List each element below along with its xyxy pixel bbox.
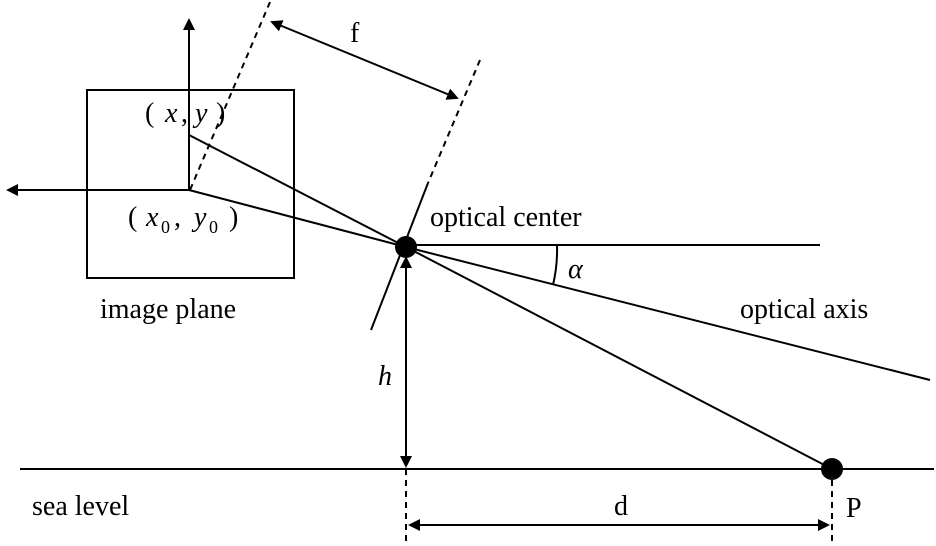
svg-text:y: y: [191, 202, 207, 233]
optical-center-label: optical center: [430, 202, 582, 233]
lens-line: [370, 182, 429, 331]
point-p-label: P: [846, 493, 862, 524]
svg-text:,: ,: [174, 202, 181, 233]
optical-axis-line: [405, 246, 931, 381]
sea-level-label: sea level: [32, 491, 129, 522]
alpha-label: α: [568, 254, 584, 285]
svg-text:0: 0: [161, 217, 170, 237]
lens-dashed-line: [427, 59, 481, 184]
image-plane-dashed-line: [189, 1, 271, 191]
svg-text:y: y: [192, 98, 208, 129]
svg-text:(: (: [145, 98, 154, 129]
optical-axis-label: optical axis: [740, 294, 868, 325]
focal-length-arrow: [270, 20, 459, 100]
image-plane-rect: [86, 89, 295, 279]
svg-text:x: x: [164, 98, 178, 129]
ray-to-point-p: [405, 246, 833, 470]
svg-text:x: x: [145, 202, 159, 233]
svg-text:(: (: [128, 202, 137, 233]
svg-text:): ): [216, 98, 225, 129]
distance-label: d: [614, 491, 628, 522]
svg-text:0: 0: [209, 217, 218, 237]
svg-text:,: ,: [181, 98, 188, 129]
image-point-xy-label: ( x , y ): [145, 98, 225, 129]
alpha-angle-arc: [552, 244, 559, 286]
svg-text:): ): [229, 202, 238, 233]
point-p: [821, 458, 843, 480]
height-label: h: [378, 361, 392, 392]
optical-center-point: [395, 236, 417, 258]
ray-to-x0y0: [188, 189, 407, 248]
image-plane-label: image plane: [100, 294, 236, 325]
ray-to-xy: [188, 134, 407, 248]
focal-length-label: f: [350, 18, 360, 49]
image-center-x0y0-label: ( x 0 , y 0 ): [128, 202, 238, 237]
